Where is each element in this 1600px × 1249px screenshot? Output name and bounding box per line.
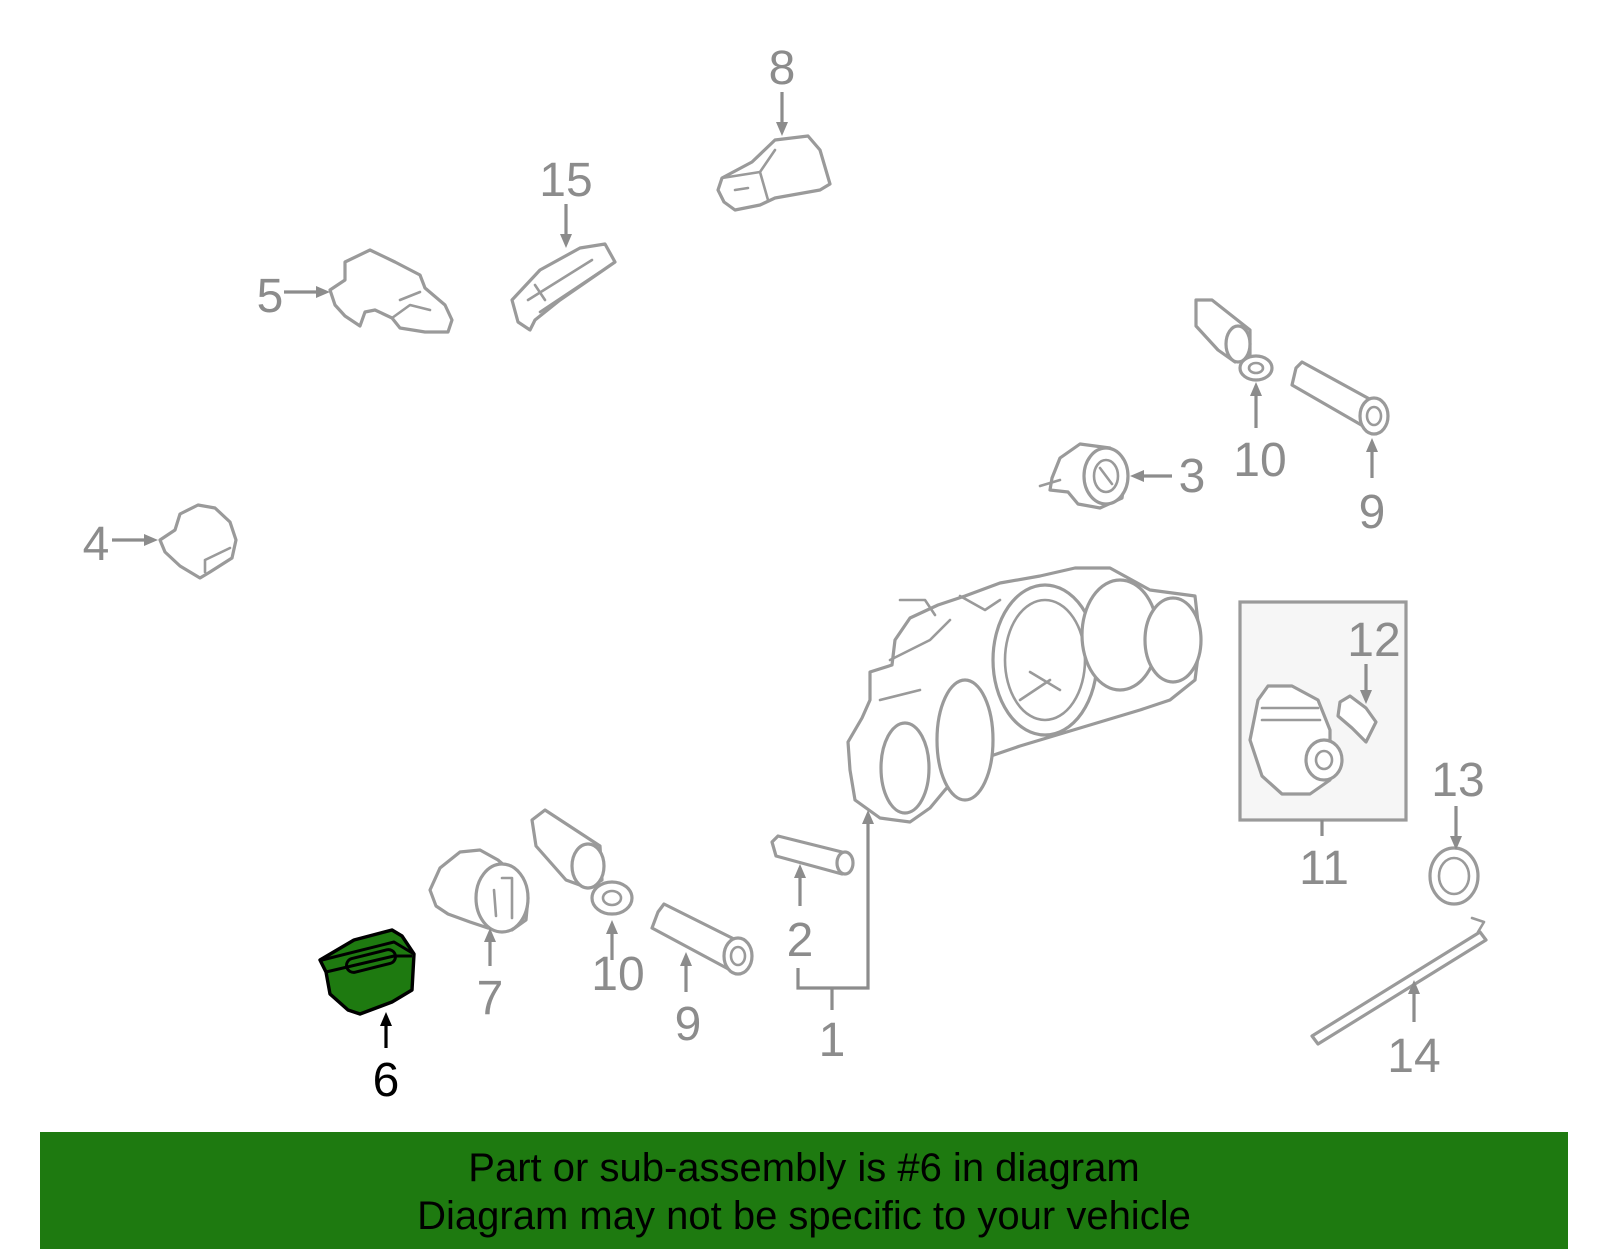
callout-3: 3 [1130, 450, 1205, 503]
banner-line-2: Diagram may not be specific to your vehi… [417, 1194, 1191, 1238]
callout-1: 1 [796, 810, 874, 1067]
callout-6: 6 [373, 1012, 400, 1107]
callout-label-12: 12 [1347, 614, 1400, 667]
callout-4: 4 [83, 518, 158, 571]
callout-label-9a: 9 [1359, 486, 1386, 539]
callout-label-9b: 9 [675, 998, 702, 1051]
callout-label-11: 11 [1299, 842, 1349, 895]
banner-line-1: Part or sub-assembly is #6 in diagram [468, 1146, 1140, 1190]
callout-label-7: 7 [477, 972, 504, 1025]
callout-label-1: 1 [819, 1014, 846, 1067]
info-banner: Part or sub-assembly is #6 in diagram Di… [40, 1132, 1568, 1249]
callout-12: 12 [1347, 614, 1401, 704]
callout-label-10b: 10 [591, 948, 644, 1001]
part-3-socket[interactable] [1038, 442, 1130, 510]
callout-label-2: 2 [787, 914, 814, 967]
callout-9b: 9 [675, 952, 702, 1051]
callout-label-14: 14 [1387, 1030, 1440, 1083]
part-15-bracket[interactable] [510, 242, 617, 332]
part-8-connector[interactable] [716, 134, 832, 212]
part-13-ring[interactable] [1428, 846, 1480, 906]
part-10-upper-holder[interactable] [1194, 298, 1274, 382]
part-1-instrument-cluster[interactable] [846, 566, 1203, 824]
callout-10b: 10 [591, 920, 645, 1001]
callout-label-6: 6 [373, 1054, 400, 1107]
part-9-lower-bulb[interactable] [650, 902, 754, 976]
callout-5: 5 [257, 270, 330, 323]
callout-label-13: 13 [1431, 754, 1484, 807]
callout-label-15: 15 [539, 154, 592, 207]
part-12-clip[interactable] [1336, 694, 1378, 744]
callout-label-3: 3 [1179, 450, 1206, 503]
part-7-socket[interactable] [428, 848, 530, 934]
callout-label-8: 8 [769, 42, 796, 95]
callout-8: 8 [769, 42, 796, 136]
callout-9a: 9 [1359, 438, 1386, 539]
callout-13: 13 [1431, 754, 1485, 850]
part-5-module[interactable] [328, 248, 454, 334]
part-10-lower-holder[interactable] [530, 808, 634, 916]
part-2-bulb[interactable] [770, 834, 855, 876]
callout-label-10a: 10 [1233, 434, 1286, 487]
callout-label-4: 4 [83, 518, 110, 571]
part-6-cover-highlighted[interactable] [318, 928, 416, 1016]
callout-label-5: 5 [257, 270, 284, 323]
callout-2: 2 [787, 864, 814, 967]
part-14-rod[interactable] [1310, 916, 1488, 1046]
part-11-camera-assembly[interactable] [1238, 600, 1408, 822]
callout-15: 15 [539, 154, 593, 248]
part-4-sensor[interactable] [158, 503, 238, 580]
part-9-upper-bulb[interactable] [1290, 360, 1390, 436]
callout-7: 7 [477, 928, 504, 1025]
callout-10a: 10 [1233, 382, 1287, 487]
callout-14: 14 [1387, 980, 1441, 1083]
callout-11: 11 [1299, 820, 1349, 895]
